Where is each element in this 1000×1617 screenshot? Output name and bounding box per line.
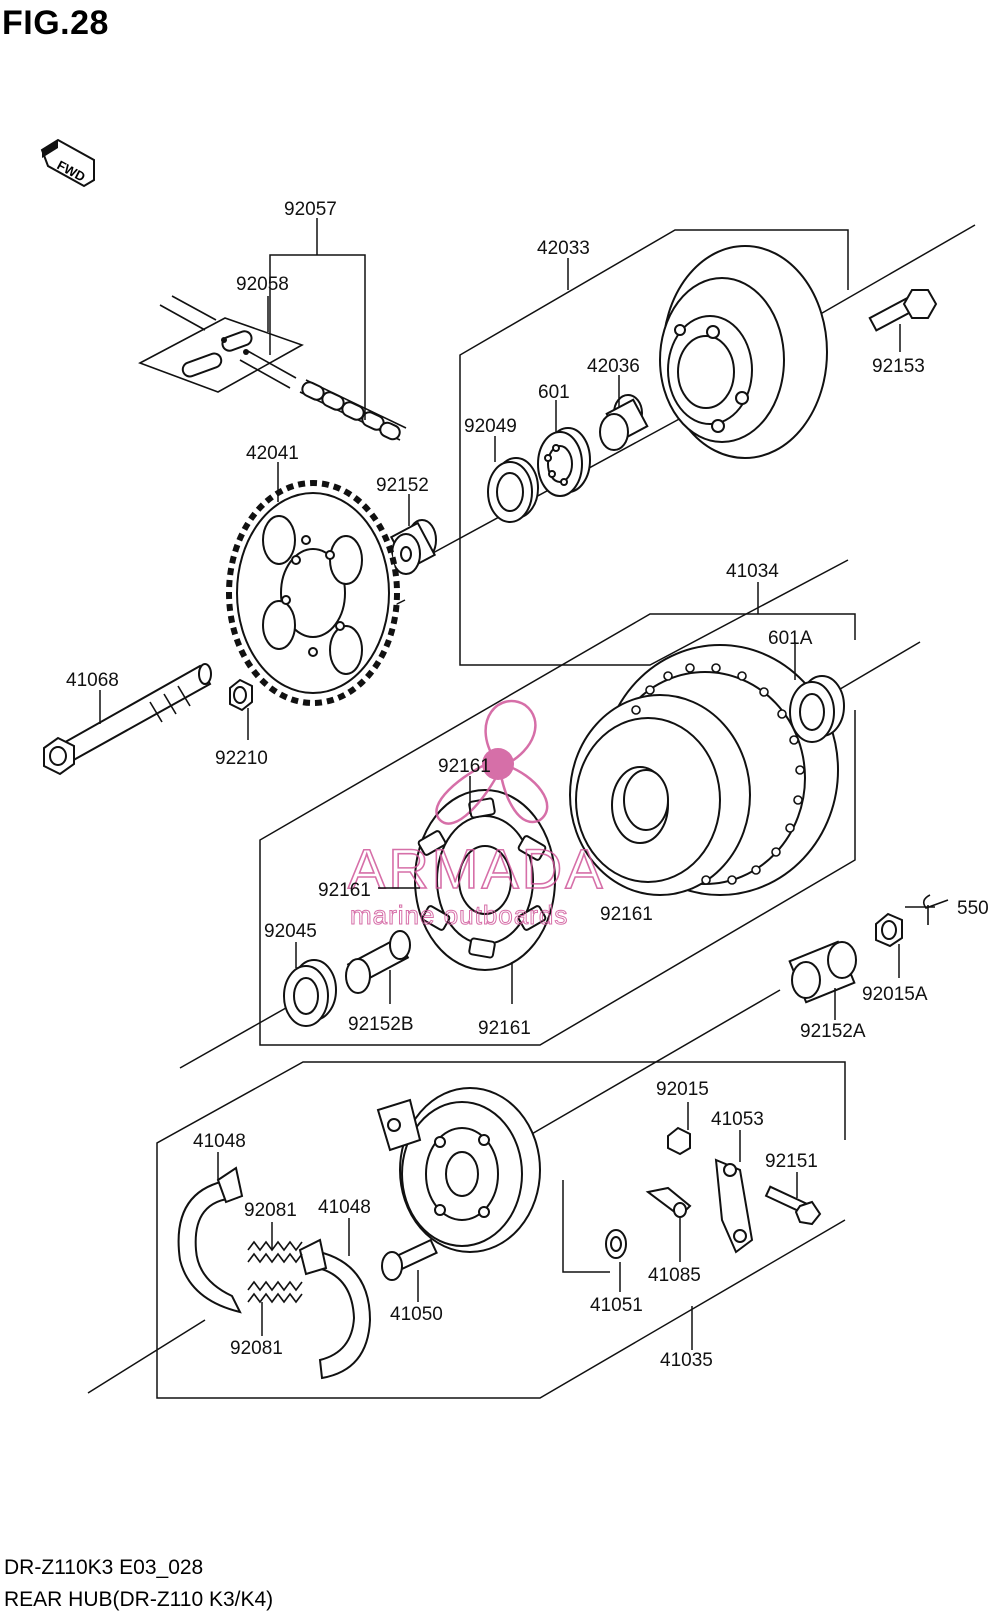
part-label-92152B: 92152B (348, 1014, 414, 1035)
oil-seal-92049 (487, 457, 539, 523)
part-label-92161-right: 92161 (600, 904, 653, 925)
part-label-92081-top: 92081 (244, 1200, 297, 1221)
part-label-92058: 92058 (236, 274, 289, 295)
part-label-42036: 42036 (587, 356, 640, 377)
collar-92152 (389, 519, 437, 575)
axis-lines (87, 224, 976, 1394)
bolt-92153 (868, 289, 938, 332)
part-label-41048-top: 41048 (193, 1131, 246, 1152)
part-label-92161-bottom: 92161 (478, 1018, 531, 1039)
group-bracket-42033 (459, 229, 849, 666)
part-label-92049: 92049 (464, 416, 517, 437)
brake-shoe-41048-left (177, 1166, 244, 1314)
cotter-pin-550 (922, 894, 949, 925)
part-label-41085: 41085 (648, 1265, 701, 1286)
part-label-41053: 41053 (711, 1109, 764, 1130)
brake-lever-41053 (714, 1158, 754, 1254)
seal-41051 (605, 1229, 627, 1259)
part-label-92057: 92057 (284, 199, 337, 220)
page-subtitle: REAR HUB(DR-Z110 K3/K4) (4, 1588, 274, 1611)
part-label-550: 550 (957, 898, 989, 919)
chain-joint-plate (138, 295, 304, 393)
model-code: DR-Z110K3 E03_028 (4, 1556, 204, 1579)
part-label-92161-left: 92161 (318, 880, 371, 901)
group-bracket-41034 (259, 613, 856, 1046)
leader-lines (99, 218, 935, 1350)
part-label-92081-bottom: 92081 (230, 1338, 283, 1359)
propeller-icon (435, 699, 549, 825)
part-label-41035: 41035 (660, 1350, 713, 1371)
part-label-41051: 41051 (590, 1295, 643, 1316)
part-label-41068: 41068 (66, 670, 119, 691)
fwd-arrow-icon: FWD (40, 138, 95, 188)
drive-chain (299, 379, 407, 441)
figure-title: FIG.28 (2, 4, 109, 42)
watermark-logo: ARMADA marine outboards (347, 699, 606, 931)
part-label-92152: 92152 (376, 475, 429, 496)
part-label-41050: 41050 (390, 1304, 443, 1325)
sprocket-hub-42033 (659, 245, 828, 459)
bearing-601A (789, 675, 845, 743)
part-label-42041: 42041 (246, 443, 299, 464)
part-label-92152A: 92152A (800, 1021, 866, 1042)
part-label-92015: 92015 (656, 1079, 709, 1100)
rear-sprocket-42041 (226, 480, 400, 706)
wheel-hub-41034 (569, 644, 839, 896)
part-label-92015A: 92015A (862, 984, 928, 1005)
part-label-42033: 42033 (537, 238, 590, 259)
part-label-41048-right: 41048 (318, 1197, 371, 1218)
part-label-92210: 92210 (215, 748, 268, 769)
part-label-92045: 92045 (264, 921, 317, 942)
propeller-hub-icon (482, 748, 514, 780)
spring-92081-bottom (247, 1280, 303, 1304)
watermark-tagline: marine outboards (350, 900, 568, 930)
damper-92161 (414, 789, 556, 971)
collar-92152A (788, 940, 857, 1004)
collar-42036 (599, 394, 649, 451)
bearing-92045 (283, 959, 337, 1027)
part-label-92151: 92151 (765, 1151, 818, 1172)
nut-92210 (229, 678, 253, 712)
part-label-601A: 601A (768, 628, 813, 649)
brake-panel-41035 (376, 1087, 541, 1253)
part-label-92161-top: 92161 (438, 756, 491, 777)
spring-92081-top (247, 1240, 303, 1264)
watermark-brand: ARMADA (348, 837, 606, 900)
collar-92152B (345, 930, 411, 994)
nut-92015A (875, 912, 903, 948)
brake-cam-41050 (381, 1238, 438, 1281)
bolt-92151 (764, 1185, 822, 1226)
axle-41068 (43, 663, 212, 776)
part-labels: 92057 92058 42033 92153 42036 601 92049 … (66, 199, 989, 1371)
part-label-41034: 41034 (726, 561, 779, 582)
group-bracket-41035 (156, 1061, 846, 1399)
part-label-601: 601 (538, 382, 570, 403)
wear-indicator-41085 (645, 1186, 692, 1218)
part-label-92153: 92153 (872, 356, 925, 377)
bearing-601 (537, 427, 591, 497)
brake-shoe-41048-right (298, 1238, 372, 1380)
nut-92015 (667, 1126, 691, 1156)
